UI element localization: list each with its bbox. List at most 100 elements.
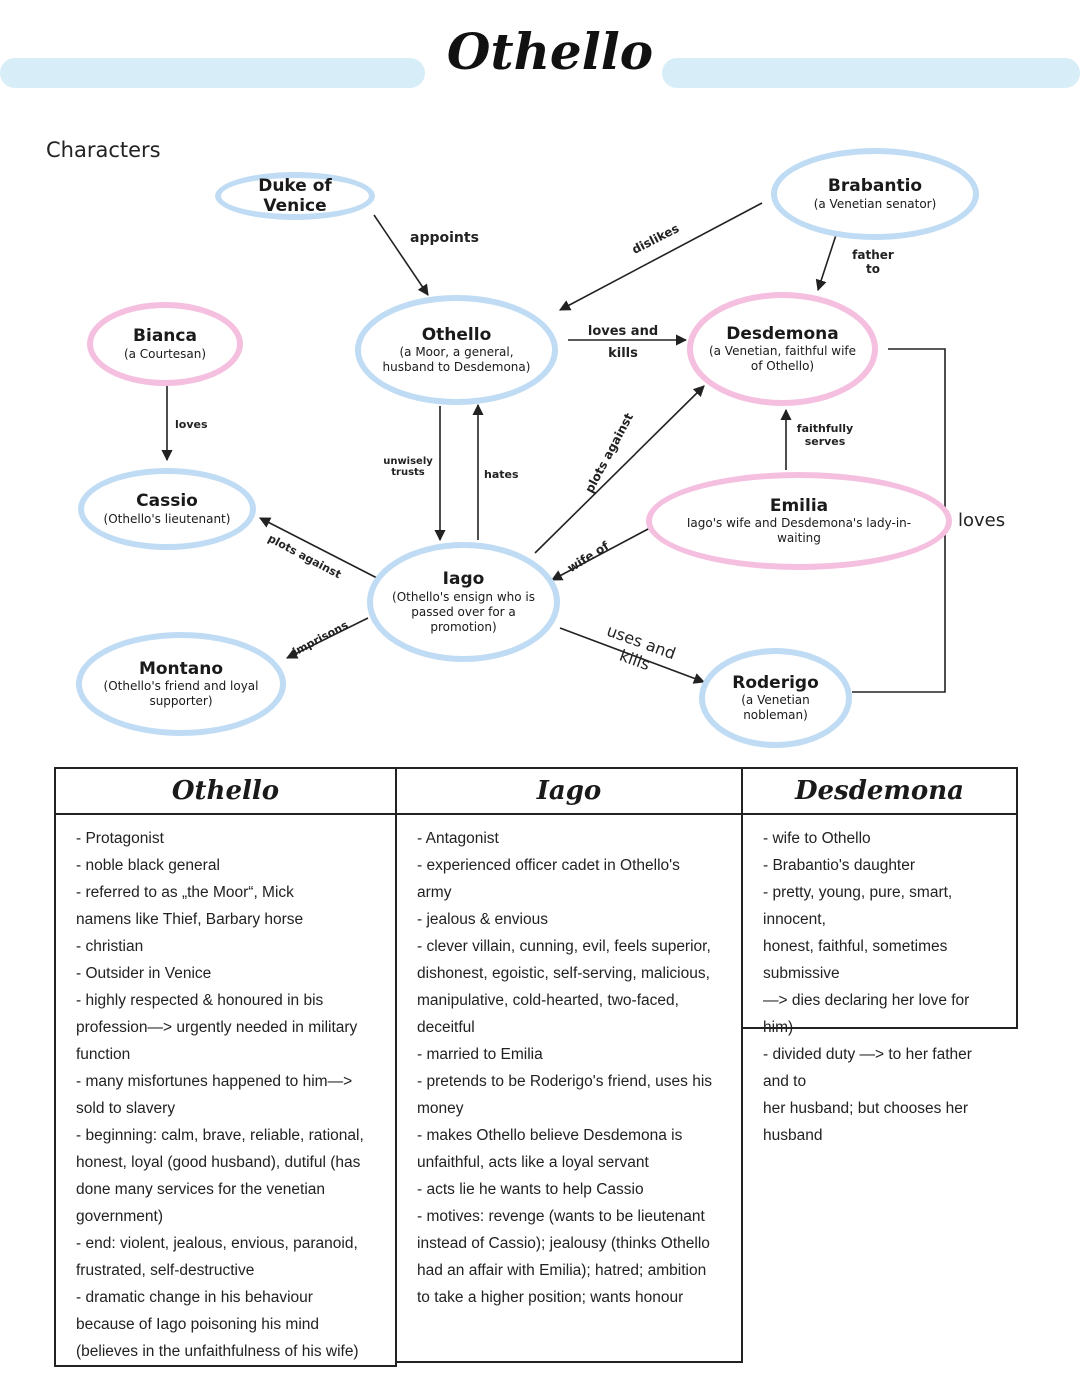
list-item: honest, faithful, sometimes submissive	[763, 938, 948, 982]
table-othello-heading: Othello	[56, 769, 395, 815]
list-item: - divided duty —> to her father and to	[763, 1046, 972, 1090]
list-item: - christian	[76, 938, 144, 955]
list-item: manipulative, cold-hearted, two-faced,	[417, 992, 679, 1009]
arrow-iago-desdemona	[534, 385, 705, 554]
bianca-desc: (a Courtesan)	[123, 346, 207, 361]
othello-name: Othello	[421, 324, 492, 345]
list-item: profession—> urgently needed in military	[76, 1019, 358, 1036]
arrow-duke-othello	[373, 214, 429, 296]
arrow-emilia-iago	[551, 527, 651, 581]
arrow-brabantio-desdemona	[815, 234, 837, 292]
page-title: Othello	[446, 22, 654, 81]
arrow-iago-cassio	[259, 517, 378, 579]
list-item: —> dies declaring her love for him)	[763, 992, 970, 1036]
list-item: - dramatic change in his behaviour	[76, 1289, 313, 1306]
list-item: namens like Thief, Barbary horse	[76, 911, 304, 928]
table-iago: Iago - Antagonist - experienced officer c…	[395, 767, 743, 1363]
node-cassio: Cassio (Othello's lieutenant)	[78, 468, 256, 550]
brabantio-desc: (a Venetian senator)	[813, 196, 937, 211]
label-roderigo-loves: loves	[958, 510, 1006, 531]
desdemona-desc: (a Venetian, faithful wife of Othello)	[708, 344, 857, 374]
arrow-iago-roderigo	[559, 627, 706, 684]
list-item: - noble black general	[76, 857, 220, 874]
list-item: - pretty, young, pure, smart, innocent,	[763, 884, 953, 928]
header-band-right	[662, 58, 1080, 88]
arrow-brabantio-othello	[559, 202, 763, 311]
bianca-name: Bianca	[133, 326, 197, 347]
list-item: had an affair with Emilia); hatred; ambi…	[417, 1262, 707, 1279]
list-item: - acts lie he wants to help Cassio	[417, 1181, 644, 1198]
montano-name: Montano	[138, 658, 224, 679]
node-duke: Duke of Venice	[215, 172, 375, 220]
table-othello-list: - Protagonist - noble black general - refe…	[56, 815, 395, 1365]
list-item: - jealous & envious	[417, 911, 548, 928]
section-label: Characters	[46, 138, 161, 162]
list-item: instead of Cassio); jealousy (thinks Oth…	[417, 1235, 710, 1252]
node-montano: Montano (Othello's friend and loyal supp…	[76, 632, 286, 736]
list-item: - Protagonist	[76, 830, 164, 847]
list-item: her husband; but chooses her husband	[763, 1100, 969, 1144]
arrow-iago-montano	[285, 617, 369, 659]
desdemona-name: Desdemona	[726, 323, 839, 344]
list-item: money	[417, 1100, 464, 1117]
header-band-left	[0, 58, 425, 88]
list-item: because of Iago poisoning his mind	[76, 1316, 319, 1333]
node-roderigo: Roderigo (a Venetian nobleman)	[699, 648, 852, 748]
label-faithfully-serves: faithfully serves	[796, 422, 854, 448]
emilia-desc: Iago's wife and Desdemona's lady-in-wait…	[686, 516, 912, 546]
table-desdemona-heading: Desdemona	[743, 769, 1016, 815]
list-item: unfaithful, acts like a loyal servant	[417, 1154, 649, 1171]
table-iago-heading: Iago	[397, 769, 741, 815]
node-othello: Othello (a Moor, a general, husband to D…	[355, 295, 558, 405]
table-iago-list: - Antagonist - experienced officer cadet …	[397, 815, 741, 1311]
label-father-to: father to	[852, 248, 894, 276]
othello-desc: (a Moor, a general, husband to Desdemona…	[382, 345, 531, 375]
node-iago: Iago (Othello's ensign who is passed ove…	[367, 542, 560, 662]
label-bianca-loves: loves	[175, 418, 208, 431]
list-item: - motives: revenge (wants to be lieutena…	[417, 1208, 705, 1225]
list-item: deceitful	[417, 1019, 475, 1036]
node-desdemona: Desdemona (a Venetian, faithful wife of …	[687, 292, 878, 406]
label-hates: hates	[484, 468, 519, 481]
list-item: function	[76, 1046, 131, 1063]
list-item: - Brabantio's daughter	[763, 857, 916, 874]
list-item: dishonest, egoistic, self-serving, malic…	[417, 965, 710, 982]
roderigo-desc: (a Venetian nobleman)	[741, 693, 810, 723]
node-emilia: Emilia Iago's wife and Desdemona's lady-…	[646, 472, 952, 570]
relationship-arrows	[161, 202, 946, 693]
list-item: done many services for the venetian	[76, 1181, 325, 1198]
table-othello: Othello - Protagonist - noble black gener…	[54, 767, 397, 1367]
list-item: - wife to Othello	[763, 830, 871, 847]
list-item: - highly respected & honoured in bis	[76, 992, 324, 1009]
list-item: sold to slavery	[76, 1100, 176, 1117]
list-item: army	[417, 884, 452, 901]
iago-name: Iago	[442, 569, 485, 590]
list-item: - experienced officer cadet in Othello's	[417, 857, 680, 874]
table-desdemona-list: - wife to Othello - Brabantio's daughter -…	[743, 815, 1016, 1149]
list-item: - makes Othello believe Desdemona is	[417, 1127, 683, 1144]
duke-name: Duke of Venice	[258, 175, 332, 216]
list-item: government)	[76, 1208, 164, 1225]
list-item: frustrated, self-destructive	[76, 1262, 255, 1279]
label-loves-and-kills: loves and kills	[587, 324, 659, 361]
list-item: - Antagonist	[417, 830, 499, 847]
node-bianca: Bianca (a Courtesan)	[87, 302, 243, 386]
cassio-name: Cassio	[136, 491, 198, 512]
table-desdemona: Desdemona - wife to Othello - Brabantio's…	[741, 767, 1018, 1144]
list-item: - Outsider in Venice	[76, 965, 212, 982]
list-item: honest, loyal (good husband), dutiful (h…	[76, 1154, 361, 1171]
iago-desc: (Othello's ensign who is passed over for…	[392, 589, 535, 634]
list-item: - pretends to be Roderigo's friend, uses…	[417, 1073, 713, 1090]
list-item: - many misfortunes happened to him—>	[76, 1073, 353, 1090]
brabantio-name: Brabantio	[827, 176, 923, 197]
label-unwisely-trusts: unwisely trusts	[383, 456, 433, 478]
list-item: - referred to as „the Moor“, Mick	[76, 884, 294, 901]
node-brabantio: Brabantio (a Venetian senator)	[771, 148, 979, 240]
list-item: - end: violent, jealous, envious, parano…	[76, 1235, 358, 1252]
list-item: - married to Emilia	[417, 1046, 543, 1063]
cassio-desc: (Othello's lieutenant)	[103, 511, 231, 526]
label-appoints: appoints	[410, 230, 479, 246]
list-item: to take a higher position; wants honour	[417, 1289, 684, 1306]
list-item: - beginning: calm, brave, reliable, rati…	[76, 1127, 364, 1144]
montano-desc: (Othello's friend and loyal supporter)	[103, 679, 259, 709]
